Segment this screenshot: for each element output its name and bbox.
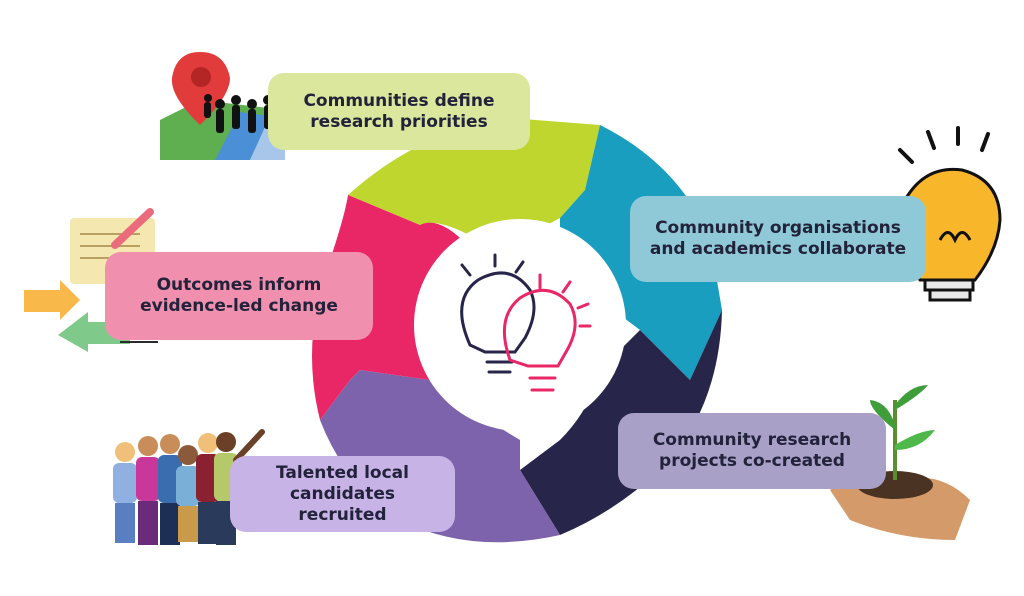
label-projects-cocreated: Community research projects co-created: [618, 413, 886, 489]
label-communities-define: Communities define research priorities: [268, 73, 530, 150]
segment-green: [348, 118, 600, 250]
center-circle: [414, 219, 626, 431]
segment-pink: [312, 195, 470, 420]
map-pin-crowd-icon: [160, 52, 300, 160]
label-candidates-recruited: Talented local candidates recruited: [230, 456, 455, 532]
label-outcomes-inform: Outcomes inform evidence-led change: [105, 252, 373, 340]
label-organisations-collaborate: Community organisations and academics co…: [630, 196, 926, 282]
two-lightbulbs-icon: [460, 253, 592, 392]
